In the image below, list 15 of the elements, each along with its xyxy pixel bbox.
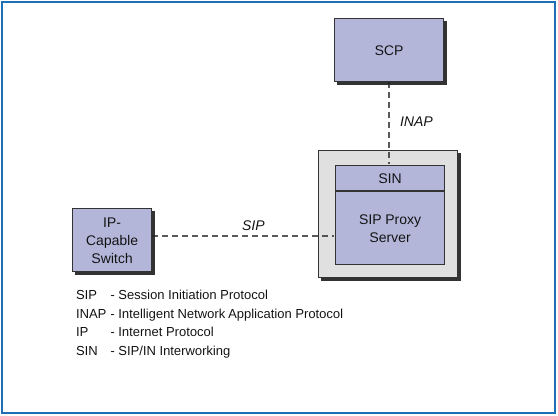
abbreviation: SIN	[76, 342, 99, 360]
process-box: SIN	[335, 165, 445, 191]
process-box: IP-Capable Switch	[72, 208, 152, 272]
server-frame	[318, 150, 458, 278]
process-box: SCP	[334, 18, 444, 82]
abbreviation-definition: - Session Initiation Protocol	[110, 286, 269, 304]
connector-line	[388, 82, 390, 164]
abbreviation-definition: - Internet Protocol	[110, 323, 215, 341]
abbreviation: SIP	[76, 286, 98, 304]
connector-line	[152, 235, 334, 237]
process-box: SIP Proxy Server	[335, 191, 445, 265]
abbreviation: INAP	[76, 304, 106, 322]
abbreviation-definition: - SIP/IN Interworking	[110, 342, 232, 360]
abbreviation: IP	[76, 323, 90, 341]
abbreviation-definition: - Intelligent Network Application Protocol	[110, 304, 344, 323]
